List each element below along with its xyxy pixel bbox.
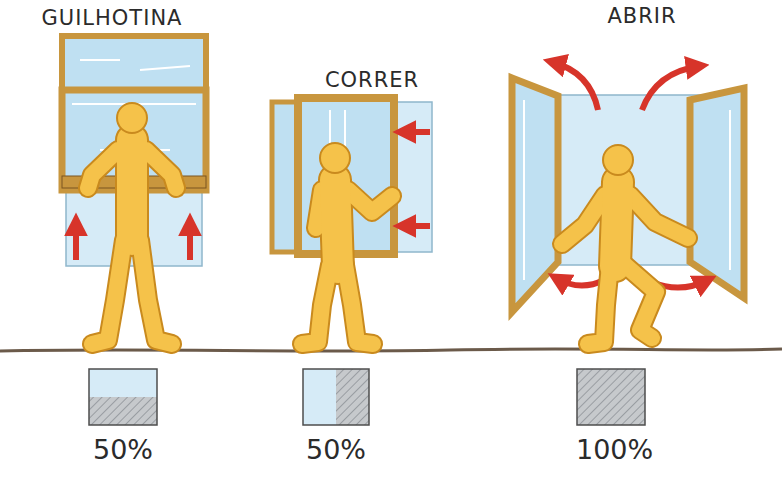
motion-arrow xyxy=(556,278,604,286)
left-shutter xyxy=(512,78,558,312)
person-figure xyxy=(88,103,176,344)
ratio-square xyxy=(576,368,646,426)
window-type-title: CORRER xyxy=(262,68,482,92)
person-figure xyxy=(562,145,688,344)
person-figure xyxy=(302,143,392,344)
window-type-title: ABRIR xyxy=(532,4,752,28)
glass-glint xyxy=(80,60,190,70)
glass-glint xyxy=(729,110,731,270)
square-fill xyxy=(577,369,645,425)
motion-arrow xyxy=(187,222,193,260)
figure-outline xyxy=(88,140,176,344)
ratio-square xyxy=(302,368,370,426)
figure-head xyxy=(320,143,350,173)
square-fill xyxy=(89,369,157,425)
percentage-label: 50% xyxy=(88,434,158,465)
percentage-label: 50% xyxy=(302,434,370,465)
figure-torso xyxy=(335,180,338,268)
opening-ratio-box: 100% xyxy=(576,368,646,465)
motion-arrow xyxy=(642,66,700,110)
motion-arrow xyxy=(402,223,430,229)
square-border xyxy=(577,369,645,425)
figure-outline xyxy=(615,182,618,266)
figure-outline xyxy=(115,140,149,240)
closed-part xyxy=(89,397,157,425)
figure-torso xyxy=(117,140,147,240)
square-fill xyxy=(303,369,369,425)
figure-torso xyxy=(615,182,618,266)
figure-outline xyxy=(335,180,338,268)
sash-window xyxy=(62,36,206,266)
closed-part xyxy=(336,369,369,425)
figure-head xyxy=(603,145,633,175)
opening-ratio-box: 50% xyxy=(302,368,370,465)
opening-ratio-box: 50% xyxy=(88,368,158,465)
square-border xyxy=(89,369,157,425)
window-type-title: GUILHOTINA xyxy=(2,6,222,30)
motion-arrow xyxy=(402,129,430,135)
percentage-label: 100% xyxy=(576,434,646,465)
ratio-square xyxy=(88,368,158,426)
ground-line xyxy=(0,349,782,351)
motion-arrow xyxy=(552,62,598,110)
square-border xyxy=(303,369,369,425)
figure-head xyxy=(117,103,147,133)
motion-arrow xyxy=(73,222,79,260)
glass-glint xyxy=(523,100,525,280)
right-shutter xyxy=(690,88,744,298)
